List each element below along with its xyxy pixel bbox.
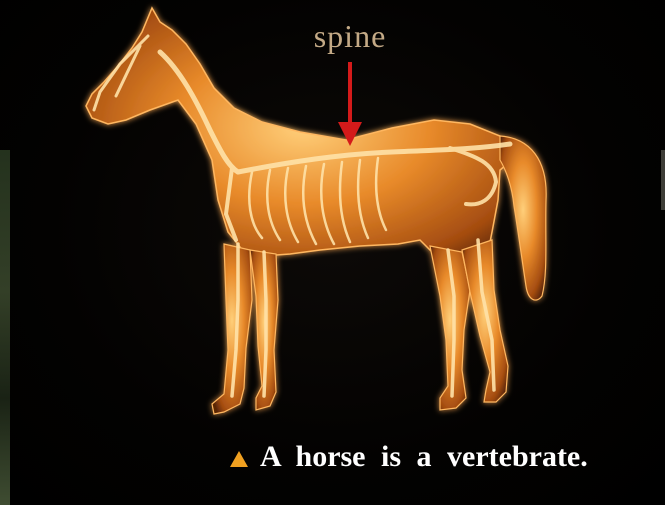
down-arrow-icon <box>338 62 362 146</box>
spine-label: spine <box>300 18 400 55</box>
caption-text: A horse is a vertebrate. <box>260 440 588 474</box>
caption: A horse is a vertebrate. <box>230 440 588 474</box>
horse-body <box>86 8 546 414</box>
triangle-bullet-icon <box>230 451 248 467</box>
